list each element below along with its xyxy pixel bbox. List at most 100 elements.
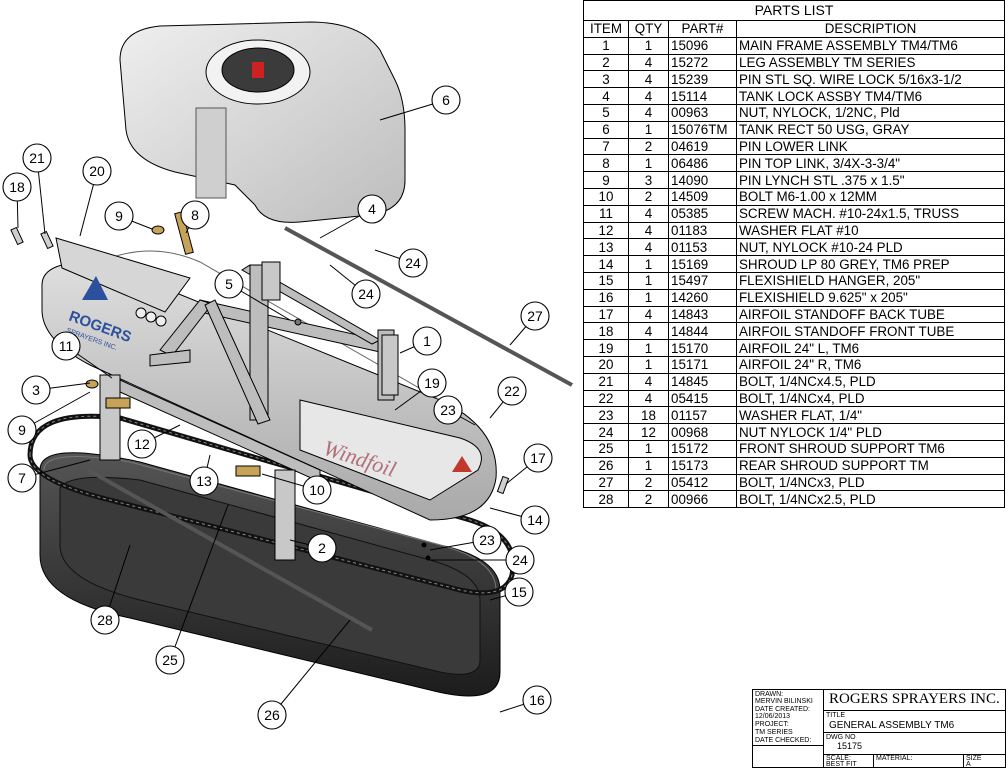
table-cell: 14260	[668, 288, 737, 307]
dwg-no-label: DWG NO	[826, 734, 856, 741]
table-cell: 27	[583, 473, 629, 492]
balloon-circle	[51, 331, 81, 361]
table-cell: AIRFOIL STANDOFF FRONT TUBE	[735, 322, 1006, 341]
table-cell: 28	[583, 490, 629, 509]
item-balloon: 6	[431, 85, 461, 115]
balloon-number: 24	[358, 286, 374, 302]
table-cell: 15096	[668, 36, 737, 55]
table-cell: 15272	[668, 53, 737, 72]
parts-list-title: PARTS LIST	[582, 0, 1006, 21]
scale-label: SCALE:	[826, 755, 851, 762]
item-balloon: 22	[497, 376, 527, 406]
balloon-circle	[214, 269, 244, 299]
balloon-number: 13	[196, 473, 212, 489]
table-cell: SHROUD LP 80 GREY, TM6 PREP	[735, 255, 1006, 273]
item-balloon: 12	[127, 429, 157, 459]
balloon-number: 1	[423, 333, 431, 349]
table-cell: 21	[583, 372, 629, 391]
balloon-number: 23	[440, 402, 456, 418]
table-cell: 6	[583, 120, 629, 139]
item-balloon: 24	[398, 248, 428, 278]
balloon-number: 24	[405, 255, 421, 271]
drawing-number: 15175	[837, 741, 863, 751]
table-cell: 16	[583, 288, 629, 307]
balloon-number: 17	[530, 450, 546, 466]
table-cell: 01157	[668, 406, 737, 425]
balloon-circle	[357, 194, 387, 224]
item-balloon: 23	[472, 525, 502, 555]
balloon-circle	[90, 605, 120, 635]
table-cell: 15497	[668, 271, 737, 290]
table-cell: 22	[583, 389, 629, 408]
rear-shroud-support-part	[284, 226, 573, 387]
balloon-circle	[522, 685, 552, 715]
table-cell: 1	[628, 271, 669, 290]
table-cell: 15171	[668, 355, 737, 374]
balloon-number: 27	[527, 308, 543, 324]
front-shroud-support-part	[87, 468, 373, 632]
balloon-number: 18	[9, 179, 25, 195]
item-balloons: 1234567899101112131415161718192021222323…	[2, 85, 553, 730]
table-cell: 14843	[668, 305, 737, 324]
balloon-circle	[504, 577, 534, 607]
item-balloon: 1	[412, 326, 442, 356]
balloon-number: 20	[89, 163, 105, 179]
table-cell: BOLT, 1/4NCx4.5, PLD	[735, 372, 1006, 391]
balloon-number: 2	[318, 540, 326, 556]
table-cell: 4	[628, 238, 669, 257]
table-cell: 12	[583, 221, 629, 240]
table-cell: 06486	[668, 154, 737, 173]
balloon-circle	[520, 505, 550, 535]
balloon-number: 19	[424, 375, 440, 391]
item-balloon: 25	[155, 645, 185, 675]
item-balloon: 16	[522, 685, 552, 715]
balloon-circle	[180, 200, 210, 230]
drawn-value: MERVIN BILINSKI	[755, 698, 813, 705]
balloon-circle	[82, 156, 112, 186]
table-cell: 1	[628, 120, 669, 139]
balloon-circle	[7, 415, 37, 445]
table-cell: WASHER FLAT #10	[735, 221, 1006, 240]
table-cell: PIN LOWER LINK	[735, 137, 1006, 156]
table-cell: 1	[628, 355, 669, 374]
table-cell: PIN TOP LINK, 3/4X-3-3/4"	[735, 154, 1006, 173]
table-cell: 00966	[668, 490, 737, 509]
item-balloon: 9	[7, 415, 37, 445]
size-value: A	[966, 761, 971, 768]
balloon-number: 15	[511, 584, 527, 600]
table-cell: REAR SHROUD SUPPORT TM	[735, 456, 1006, 475]
balloon-circle	[257, 700, 287, 730]
table-cell: 7	[583, 137, 629, 156]
table-cell: 3	[583, 70, 629, 89]
parts-list-header-0: ITEM	[583, 20, 629, 38]
balloon-circle	[351, 279, 381, 309]
parts-list-header-1: QTY	[628, 20, 669, 38]
table-cell: 25	[583, 439, 629, 458]
table-cell: 15114	[668, 87, 737, 105]
table-cell: 04619	[668, 137, 737, 156]
material-label: MATERIAL:	[876, 755, 913, 762]
balloon-circle	[302, 475, 332, 505]
balloon-circle	[2, 172, 32, 202]
table-cell: 9	[583, 171, 629, 189]
item-balloon: 5	[214, 269, 244, 299]
table-cell: 17	[583, 305, 629, 324]
balloon-number: 11	[59, 338, 74, 354]
hardware-parts	[10, 211, 510, 561]
balloon-circle	[22, 143, 52, 173]
table-cell: 1	[628, 439, 669, 458]
